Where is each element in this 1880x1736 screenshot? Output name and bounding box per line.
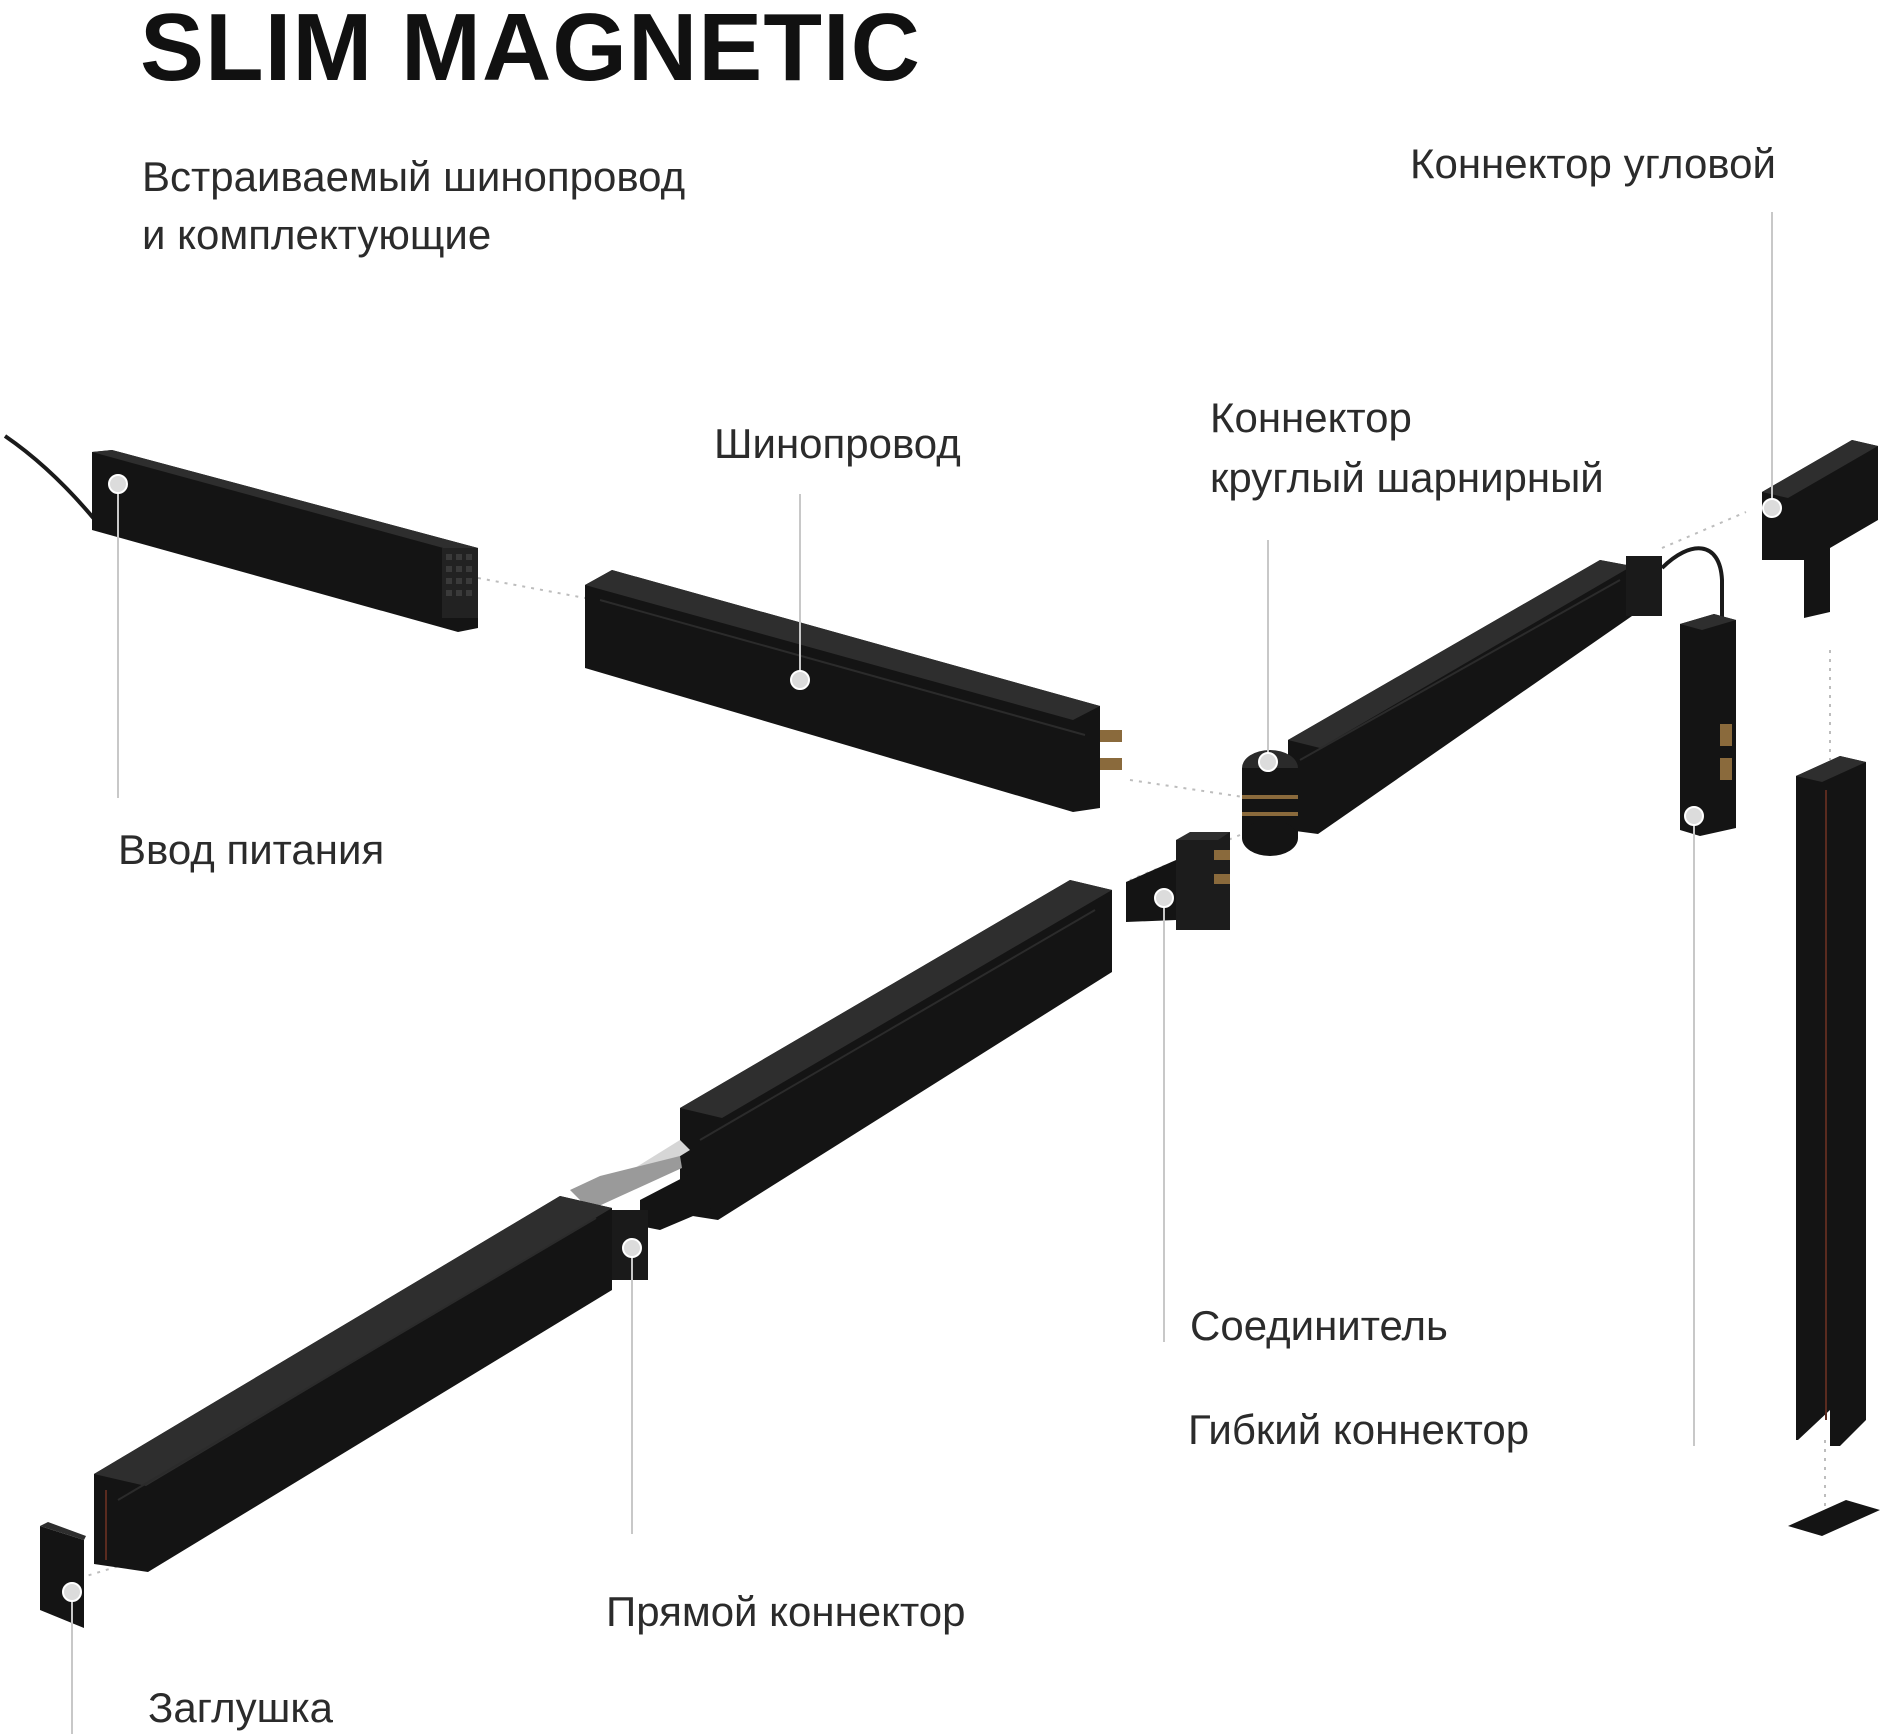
marker-hinge [1258,752,1278,772]
label-flex-connector: Гибкий коннектор [1188,1406,1530,1453]
vertical-track-segment [1796,756,1866,1446]
label-track: Шинопровод [714,420,961,467]
track-segment-lower-right [680,880,1112,1220]
label-joiner: Соединитель [1190,1302,1448,1349]
marker-straight [622,1238,642,1258]
callout-leader-lines [71,212,1773,1734]
page-subtitle: Встраиваемый шинопровод и комплектующие [142,148,685,264]
end-cap-part [40,1522,86,1628]
marker-flex [1684,806,1704,826]
label-power-input: Ввод питания [118,826,385,873]
marker-power-input [108,474,128,494]
label-hinge-line-2: круглый шарнирный [1210,454,1604,501]
subtitle-line-2: и комплектующие [142,211,492,258]
flexible-connector [1660,546,1736,836]
track-segment-upper [585,570,1122,812]
straight-connector [570,1140,712,1230]
marker-track [790,670,810,690]
page-title: SLIM MAGNETIC [140,0,921,101]
marker-corner [1762,498,1782,518]
subtitle-line-1: Встраиваемый шинопровод [142,153,686,200]
label-straight-connector: Прямой коннектор [606,1588,966,1635]
marker-joiner [1154,888,1174,908]
callout-markers [62,474,1782,1602]
label-hinge-line-1: Коннектор [1210,394,1412,441]
corner-connector [1762,440,1878,618]
power-input-block [92,450,478,632]
label-hinge-connector: Коннектор круглый шарнирный [1210,388,1604,508]
marker-end-cap [62,1582,82,1602]
track-segment-lower-left [94,1196,648,1572]
label-end-cap: Заглушка [148,1684,333,1731]
label-corner-connector: Коннектор угловой [1410,140,1776,187]
hinged-track-assembly [1242,556,1662,856]
joiner-piece [1126,832,1230,930]
vertical-end-cap [1788,1500,1880,1536]
